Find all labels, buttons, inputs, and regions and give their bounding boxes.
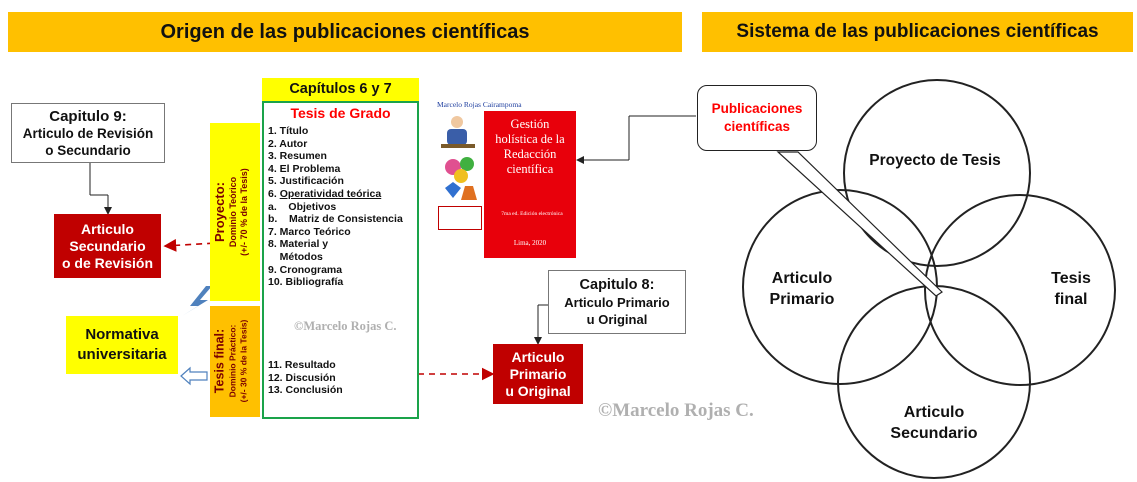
tesis-item: b. Matriz de Consistencia xyxy=(268,213,403,226)
cap9-box: Capitulo 9: Articulo de Revisión o Secun… xyxy=(11,103,165,163)
cap9-line: o Secundario xyxy=(45,142,131,158)
tesis-items: 1. Título 2. Autor 3. Resumen 4. El Prob… xyxy=(268,125,403,289)
venn-circle-proyecto xyxy=(843,79,1031,267)
art-sec-line: Secundario xyxy=(69,237,146,254)
caps67-header: Capítulos 6 y 7 xyxy=(262,78,419,101)
art-prim-line: Articulo xyxy=(511,348,565,365)
venn-circle-tesis-final xyxy=(924,194,1116,386)
publicaciones-callout: Publicaciones científicas xyxy=(697,85,817,151)
tesis-item: 12. Discusión xyxy=(268,371,336,384)
art-sec-line: Articulo xyxy=(81,220,134,237)
tesis-final-bar: Tesis final: Dominio Práctico: (+/- 30 %… xyxy=(210,306,260,417)
tesis-item: 4. El Problema xyxy=(268,162,341,175)
proyecto-bar: Proyecto: Dominio Teórico (+/- 70 % de l… xyxy=(210,123,260,301)
cap9-line: Articulo de Revisión xyxy=(22,125,154,141)
cap8-box: Capitulo 8: Articulo Primario u Original xyxy=(548,270,686,334)
tesis-item: 13. Conclusión xyxy=(268,384,343,397)
item6-text: Operatividad teórica xyxy=(279,187,382,200)
proyecto-text: Proyecto: Dominio Teórico (+/- 70 % de l… xyxy=(212,168,249,256)
tesis-item: 2. Autor xyxy=(268,137,308,150)
blue-arrow-icon xyxy=(182,286,212,316)
art-sec-line: o de Revisión xyxy=(61,254,154,271)
tesis-grado-box: Tesis de Grado 1. Título 2. Autor 3. Res… xyxy=(262,101,419,419)
tesis-item: 6. Operatividad teórica xyxy=(268,188,403,201)
tesis-items-final: 11. Resultado 12. Discusión 13. Conclusi… xyxy=(268,359,343,397)
callout-line: Publicaciones xyxy=(711,101,803,116)
venn-diagram xyxy=(742,79,1116,479)
venn-circle-secundario xyxy=(837,285,1031,479)
book-logo-icon xyxy=(438,206,482,230)
tesis-item: 9. Cronograma xyxy=(268,263,343,276)
cap8-line: Articulo Primario xyxy=(564,294,670,310)
tesis-item: 5. Justificación xyxy=(268,175,344,188)
tesis-item: 8. Material y xyxy=(268,238,329,251)
book-illustration xyxy=(441,116,477,200)
book-cover: Marcelo Rojas Cairampoma Gestión holísti… xyxy=(434,100,576,258)
art-prim-line: u Original xyxy=(505,382,571,399)
book-red-panel: Gestión holística de la Redacción cientí… xyxy=(484,111,576,258)
tesis-item: a. Objetivos xyxy=(268,200,337,213)
book-title: Gestión holística de la Redacción cientí… xyxy=(495,117,565,176)
watermark-small: ©Marcelo Rojas C. xyxy=(294,319,397,333)
person-icon xyxy=(451,116,463,128)
left-banner: Origen de las publicaciones científicas xyxy=(8,12,682,52)
normativa-line: universitaria xyxy=(77,346,167,363)
articulo-secundario-box: Articulo Secundario o de Revisión xyxy=(54,214,161,278)
cap8-line: u Original xyxy=(586,311,648,327)
articulo-primario-box: Articulo Primario u Original xyxy=(493,344,583,404)
book-edition: 7ma ed. Edición electrónica xyxy=(501,211,563,217)
normativa-box: Normativa universitaria xyxy=(66,316,178,374)
callout-pointer xyxy=(776,151,943,297)
venn-label-secundario: Articulo Secundario xyxy=(890,404,978,442)
art-prim-line: Primario xyxy=(509,365,567,382)
cap8-title: Capitulo 8: xyxy=(579,276,655,293)
venn-label-tesis-final: Tesis final xyxy=(1051,270,1091,308)
tesis-final-text: Tesis final: Dominio Práctico: (+/- 30 %… xyxy=(212,319,249,403)
venn-label-proyecto: Proyecto de Tesis xyxy=(869,152,1001,169)
normativa-line: Normativa xyxy=(85,326,159,343)
hollow-arrow-icon xyxy=(180,366,208,386)
cap9-title: Capitulo 9: xyxy=(49,107,127,125)
book-author: Marcelo Rojas Cairampoma xyxy=(437,100,522,109)
tesis-item: 11. Resultado xyxy=(268,359,336,371)
tesis-item: 7. Marco Teórico xyxy=(268,225,351,238)
venn-label-primario: Articulo Primario xyxy=(769,270,835,308)
tesis-item: 1. Título xyxy=(268,125,309,137)
callout-line: científicas xyxy=(723,119,791,134)
tesis-item: 3. Resumen xyxy=(268,150,327,163)
right-banner: Sistema de las publicaciones científicas xyxy=(702,12,1133,52)
watermark-large: ©Marcelo Rojas C. xyxy=(598,400,754,421)
tesis-grado-title: Tesis de Grado xyxy=(290,105,391,121)
book-place: Lima, 2020 xyxy=(513,239,547,247)
item6-num: 6. xyxy=(268,187,277,200)
tesis-item: 10. Bibliografía xyxy=(268,276,344,289)
tesis-item: Métodos xyxy=(268,250,323,263)
